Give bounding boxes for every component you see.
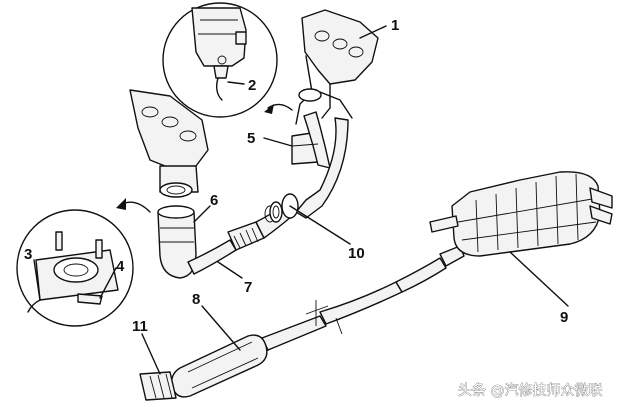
- center-muffler: [139, 334, 268, 401]
- detail-circle-upper: [162, 2, 278, 118]
- callout-6: 6: [210, 192, 218, 209]
- arrow-left: [116, 198, 151, 213]
- callout-8: 8: [192, 291, 200, 308]
- leader-lines: [33, 25, 569, 375]
- catalytic-converter-front: [157, 193, 299, 279]
- callout-9: 9: [560, 309, 568, 326]
- callout-5: 5: [247, 130, 255, 147]
- gasket-ring: [269, 201, 283, 223]
- callout-4: 4: [116, 258, 125, 275]
- front-pipe-upper: [291, 111, 349, 219]
- callout-2: 2: [248, 77, 256, 94]
- callout-10: 10: [348, 245, 365, 262]
- arrow-upper: [264, 103, 293, 114]
- callout-labels: 1 2 3 4 5 6 7 8 9 10 11: [24, 17, 568, 335]
- watermark: 头条 @汽修技师众微联: [458, 382, 602, 399]
- callout-7: 7: [244, 279, 252, 296]
- callout-11: 11: [132, 318, 148, 335]
- callout-3: 3: [24, 246, 32, 263]
- exhaust-manifold-upper: [295, 9, 379, 125]
- callout-1: 1: [391, 17, 399, 34]
- exhaust-manifold-lower: [129, 89, 209, 198]
- rear-muffler: [429, 171, 613, 257]
